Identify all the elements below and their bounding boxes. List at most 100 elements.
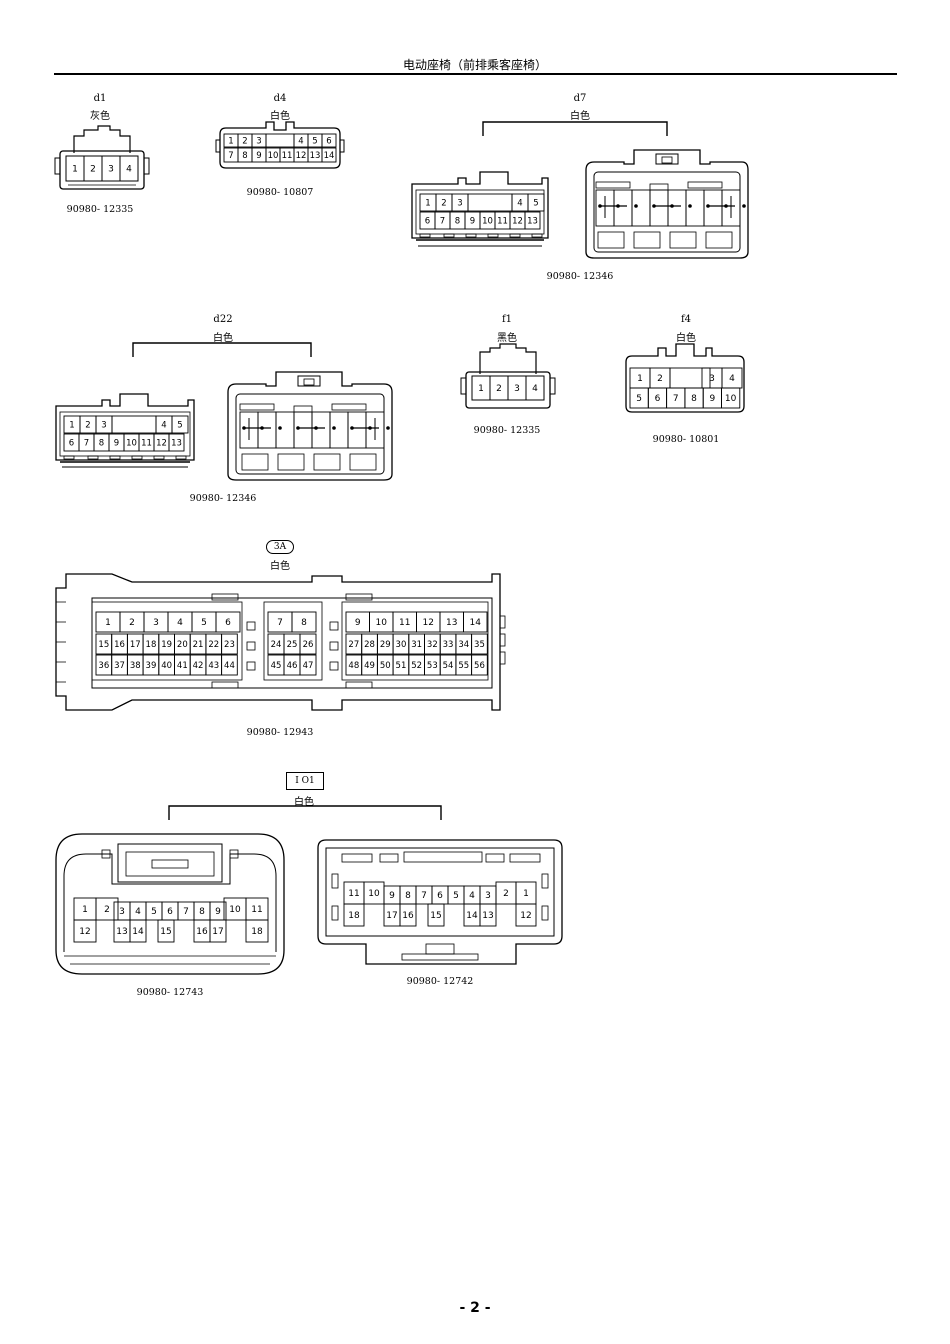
a3-pin-47: 47 (303, 661, 314, 671)
d4-pin-7: 7 (228, 151, 233, 161)
f4-pin-10-cell (721, 387, 741, 409)
io1r-pin-11: 11 (348, 889, 359, 899)
io1l-pin-8: 8 (199, 907, 205, 917)
a3-group-frame (263, 601, 323, 681)
io1r-pin-16: 16 (402, 911, 414, 921)
d7r-rear-cavity (649, 189, 669, 227)
a3-cavity-plug (246, 621, 256, 631)
a3-pin-10: 10 (376, 618, 388, 628)
d22-part-number: 90980- 12346 (189, 493, 257, 504)
io1r-pin-18: 18 (348, 911, 360, 921)
io1r-pin-17: 17 (386, 911, 397, 921)
a3-pin-28: 28 (364, 640, 375, 650)
io1l-pin-15-cell (157, 919, 175, 943)
f4-pin-8: 8 (691, 394, 697, 404)
a3-pin-5: 5 (201, 618, 207, 628)
a3-pin-45: 45 (271, 661, 282, 671)
d22-pin-4: 4 (161, 421, 166, 431)
io1-id-badge: I O1 (286, 772, 324, 790)
d4-pin-6-cell (321, 133, 337, 148)
a3-pin-26-cell (299, 633, 317, 655)
a3-pin-3: 3 (153, 618, 159, 628)
d7r-contact-dot (706, 204, 710, 208)
io1r-pin-13: 13 (482, 911, 493, 921)
d7-pin-4: 4 (517, 199, 522, 209)
d22r-contact-dot (242, 426, 246, 430)
d4-pin-12: 12 (296, 151, 307, 161)
io1l-pin-15: 15 (160, 927, 171, 937)
io1r-pin-15-cell (427, 903, 445, 927)
io1-right-part-number: 90980- 12742 (406, 976, 474, 987)
d22r-contact-dot (278, 426, 282, 430)
d4-key-blank (265, 133, 295, 148)
d7r-contact-dot (616, 204, 620, 208)
a3-pin-40: 40 (161, 661, 172, 671)
d7r-rear-lock (597, 231, 625, 249)
io1r-pin-18-cell (343, 903, 365, 927)
a3-pin-37: 37 (114, 661, 125, 671)
d4-pin-3: 3 (256, 137, 261, 147)
io1r-pin-6: 6 (437, 891, 443, 901)
a3-pin-44: 44 (224, 661, 235, 671)
d22-latch-tab (153, 455, 165, 460)
a3-pin-16: 16 (114, 640, 125, 650)
d7r-contact-dot (688, 204, 692, 208)
a3-pin-44-cell (221, 654, 238, 676)
d7-rear-view (585, 149, 749, 259)
d22r-rear-cavity (365, 411, 385, 449)
d7r-rear-cavity (667, 189, 687, 227)
a3-pin-38: 38 (130, 661, 141, 671)
d4-pin-14-cell (321, 147, 337, 163)
d7r-contact-dot (742, 204, 746, 208)
a3-pin-46: 46 (287, 661, 298, 671)
d7r-contact-dot (598, 204, 602, 208)
io1l-pin-12-cell (73, 919, 97, 943)
a3-cavity-plug (246, 641, 256, 651)
io1l-pin-14-cell (129, 919, 147, 943)
a3-group-frame (341, 601, 489, 681)
d7-part-number: 90980- 12346 (546, 271, 614, 282)
d7r-rear-lock (633, 231, 661, 249)
io1r-pin-7: 7 (421, 891, 427, 901)
a3-pin-6: 6 (225, 618, 231, 628)
io1l-pin-6: 6 (167, 907, 173, 917)
d7r-rear-cavity (721, 189, 741, 227)
io1l-pin-2-cell (95, 897, 119, 921)
f4-pin-3: 3 (709, 374, 715, 384)
d22-pin-13-cell (168, 433, 185, 452)
d7r-rear-cavity (703, 189, 723, 227)
d4-part-number: 90980- 10807 (246, 187, 314, 198)
io1r-pin-10: 10 (368, 889, 380, 899)
3a-color: 白色 (270, 561, 290, 572)
a3-pin-20: 20 (177, 640, 188, 650)
io1l-pin-2: 2 (104, 905, 110, 915)
a3-pin-41: 41 (177, 661, 188, 671)
d7r-terminal-slot (595, 181, 631, 189)
d7-id: d7 (573, 93, 587, 104)
io1r-pin-12-cell (515, 903, 537, 927)
a3-pin-18: 18 (146, 640, 157, 650)
d22r-terminal-slot (293, 405, 313, 413)
d7-pin-8: 8 (455, 217, 460, 227)
io1-bracket (168, 805, 442, 820)
d22r-rear-cavity (311, 411, 331, 449)
d22r-rear-cavity (293, 411, 313, 449)
d7-latch-tab (443, 233, 455, 238)
d4-id: d4 (273, 93, 287, 104)
f1-pin-4-cell (525, 375, 545, 401)
a3-pin-53: 53 (427, 661, 438, 671)
a3-pin-36: 36 (98, 661, 109, 671)
d22r-rear-lock (241, 453, 269, 471)
io1r-pin-9: 9 (389, 891, 395, 901)
io1r-pin-13-cell (479, 903, 497, 927)
f4-key-blank (669, 367, 711, 389)
io1r-pin-8: 8 (405, 891, 411, 901)
f4-pin-9: 9 (709, 394, 715, 404)
io1l-pin-11: 11 (251, 905, 262, 915)
a3-pin-31: 31 (411, 640, 422, 650)
d22-pin-8: 8 (99, 439, 104, 449)
d22r-rear-cavity (347, 411, 367, 449)
